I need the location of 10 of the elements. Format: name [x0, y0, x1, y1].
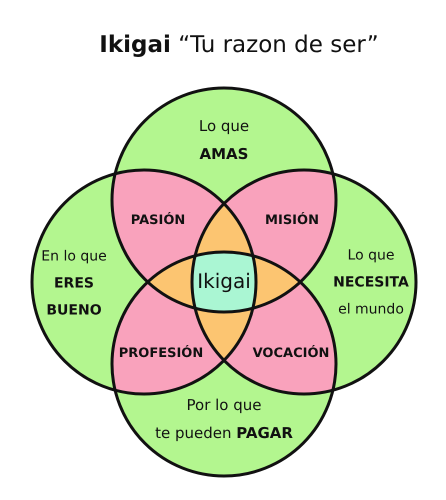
circle-label: En lo que ERES BUENO — [41, 248, 107, 320]
circle-label: Lo que NECESITA el mundo — [333, 246, 409, 320]
circle-label: Lo que AMAS — [198, 116, 250, 165]
title: Ikigai “Tu razon de ser” — [99, 30, 379, 60]
circle-label: Por lo que te pueden PAGAR — [155, 395, 293, 444]
center-label: Ikigai — [197, 269, 251, 293]
region-label: VOCACIÓN — [252, 345, 330, 363]
region-label: MISIÓN — [265, 212, 319, 230]
region-label: PASIÓN — [130, 212, 186, 230]
region-label: PROFESIÓN — [118, 345, 204, 363]
